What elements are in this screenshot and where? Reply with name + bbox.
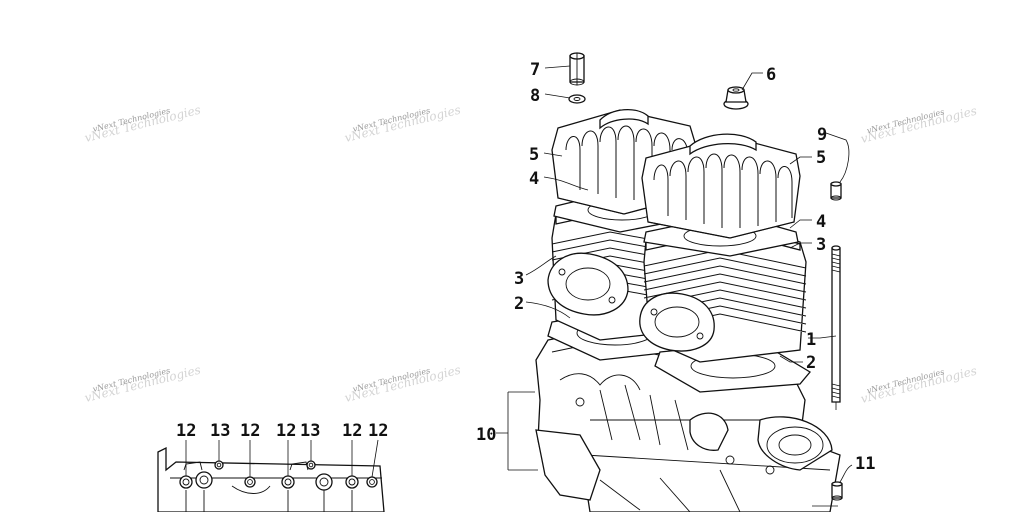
callout-3-right: 3	[816, 235, 826, 255]
washer-8	[568, 94, 586, 104]
callout-6: 6	[766, 65, 776, 85]
callout-7: 7	[530, 60, 540, 80]
watermark-bottom-right: vNext Technologies vNext Technologies	[859, 364, 978, 406]
callout-13: 13	[210, 421, 230, 441]
watermark-bottom-left: vNext Technologies vNext Technologies	[83, 363, 202, 405]
callout-9: 9	[817, 125, 827, 145]
leader-lines	[185, 65, 853, 507]
watermark-top-mid: vNext Technologies vNext Technologies	[343, 103, 462, 145]
callout-8: 8	[530, 86, 540, 106]
watermark-top-right: vNext Technologies vNext Technologies	[859, 104, 978, 146]
watermark-bottom-mid: vNext Technologies vNext Technologies	[343, 363, 462, 405]
callout-10: 10	[476, 425, 496, 445]
callout-12: 12	[176, 421, 196, 441]
callout-2-left: 2	[514, 294, 524, 314]
callout-12: 12	[276, 421, 296, 441]
callout-labels: 7 8 6 9 5 5 4 4 3 3 2 1 2 10 11 12 13 12…	[176, 60, 875, 474]
callout-1: 1	[806, 330, 816, 350]
lower-crankcase-view	[157, 446, 385, 512]
callout-4-right: 4	[816, 212, 826, 232]
dowel-11	[831, 481, 843, 501]
dowel-9	[830, 181, 842, 201]
callout-5-right: 5	[816, 148, 826, 168]
callout-5-left: 5	[529, 145, 539, 165]
callout-13: 13	[300, 421, 320, 441]
callout-2-right: 2	[806, 353, 816, 373]
stud-1	[831, 245, 841, 403]
callout-3-left: 3	[514, 269, 524, 289]
cylinder-right	[639, 221, 807, 363]
callout-11: 11	[855, 454, 875, 474]
callout-12: 12	[240, 421, 260, 441]
flange-nut-6	[723, 86, 749, 110]
watermark-top-left: vNext Technologies vNext Technologies	[83, 103, 202, 145]
callout-4-left: 4	[529, 169, 539, 189]
callout-12: 12	[368, 421, 388, 441]
callout-12: 12	[342, 421, 362, 441]
spacer-7	[569, 52, 585, 86]
cylinder-head-right	[641, 133, 801, 239]
